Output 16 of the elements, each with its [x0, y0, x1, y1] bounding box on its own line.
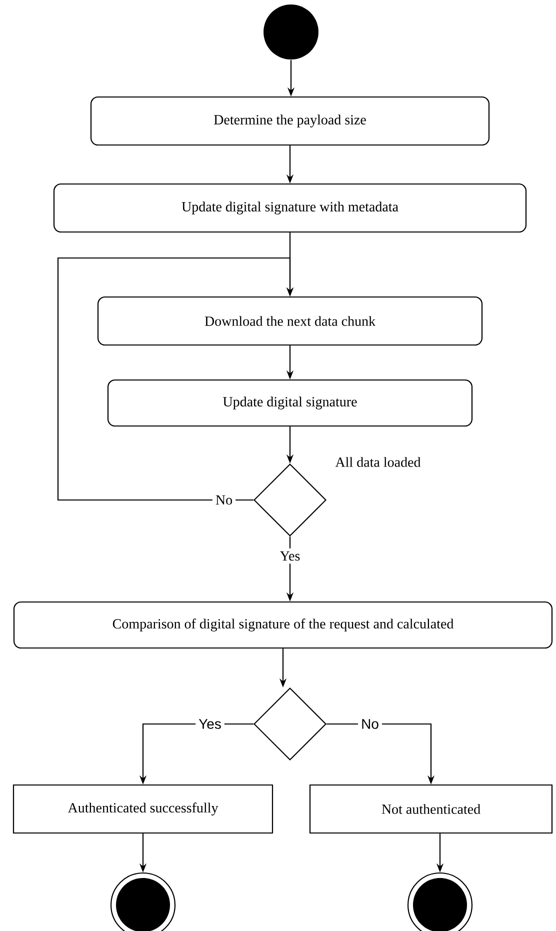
action-box: Update digital signature [107, 379, 473, 427]
action-box: Update digital signature with metadata [53, 183, 527, 233]
initial-state [264, 4, 318, 60]
result-box: Not authenticated [309, 784, 553, 834]
final-state [407, 872, 473, 931]
edge-label: No [358, 716, 382, 732]
result-box: Authenticated successfully [12, 784, 274, 834]
arrow [57, 257, 294, 501]
action-box: Determine the payload size [90, 96, 490, 146]
edge-label: Yes [196, 716, 224, 732]
condition-label: All data loaded [335, 457, 421, 467]
edge-label: No [212, 492, 236, 508]
final-state [110, 872, 176, 931]
edge-label: Yes [276, 548, 304, 564]
action-box: Download the next data chunk [97, 296, 483, 346]
action-box: Comparison of digital signature of the request and calculated [13, 601, 553, 649]
